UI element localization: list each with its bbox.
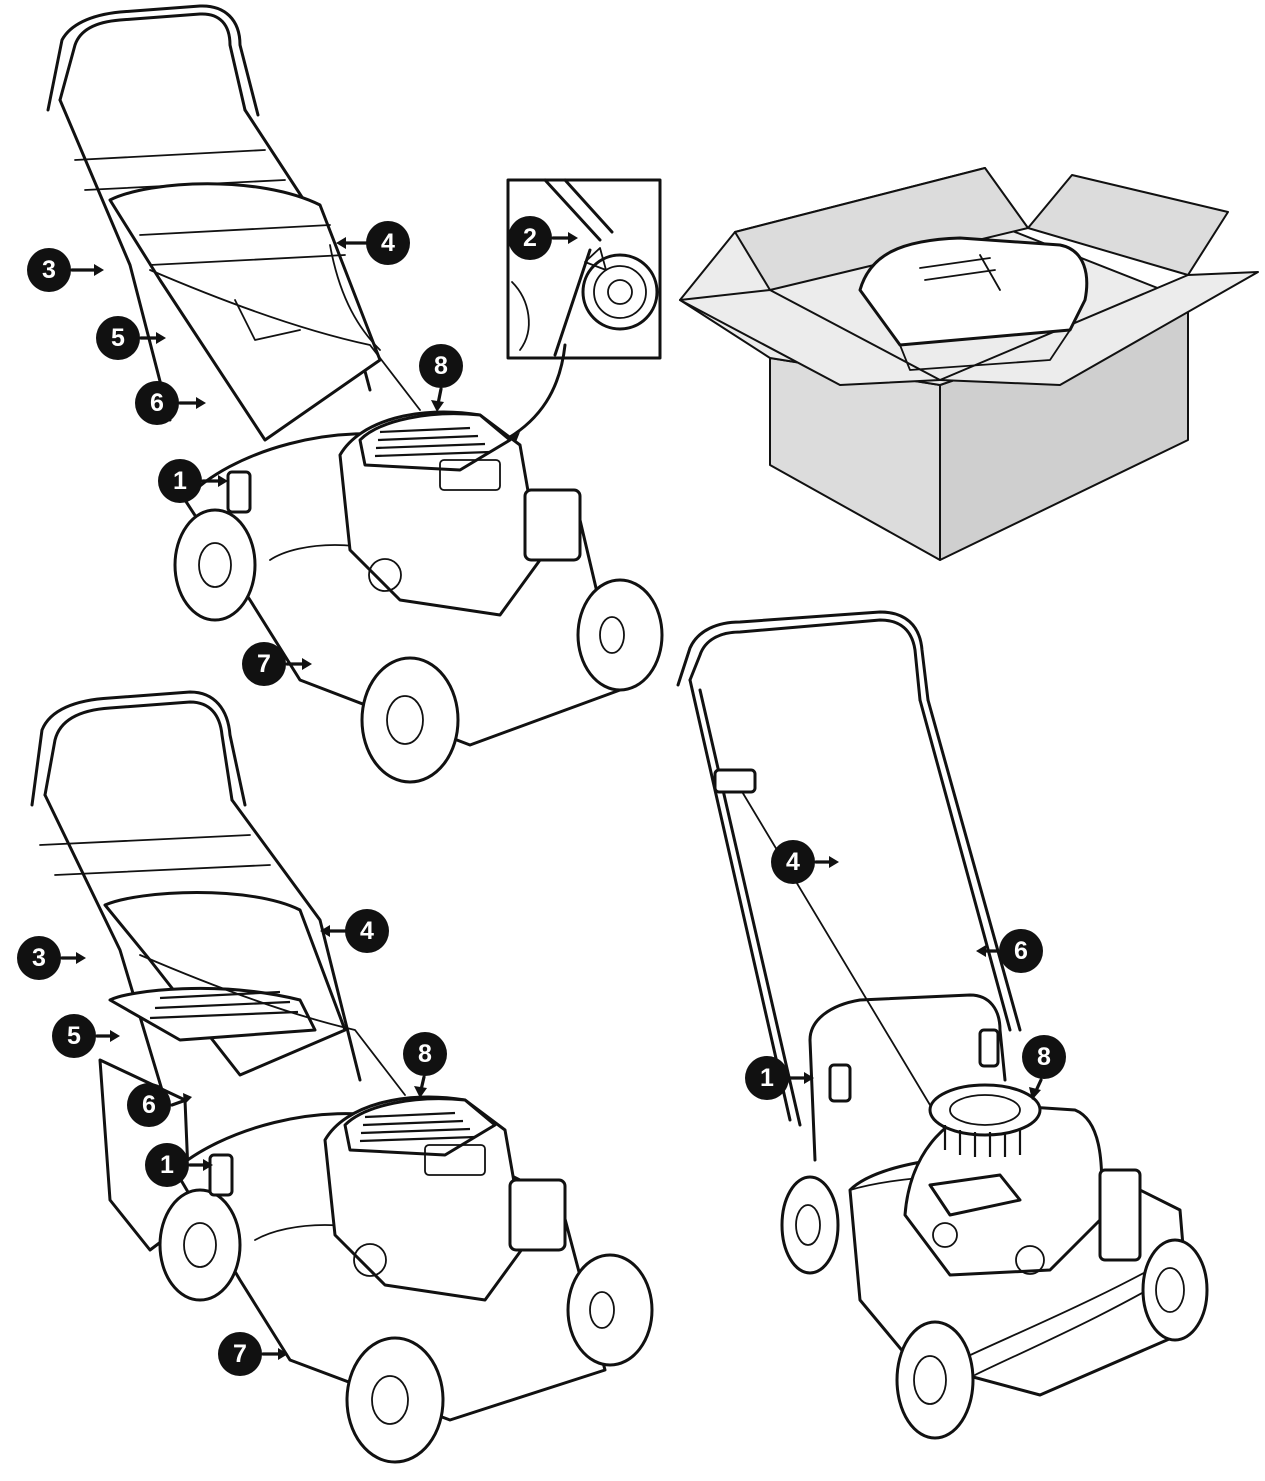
callout-badge: 8	[419, 344, 463, 412]
callout-number: 3	[42, 256, 56, 284]
callout-number: 1	[760, 1064, 774, 1092]
callout-number: 7	[233, 1340, 247, 1368]
callout-badge: 1	[745, 1056, 814, 1100]
callout-badge: 2	[508, 216, 578, 260]
callout-number: 6	[150, 389, 164, 417]
callout-badge: 7	[242, 642, 312, 686]
callout-badge: 1	[145, 1143, 213, 1187]
callout-badge: 5	[52, 1014, 120, 1058]
shipping-box-illustration	[679, 167, 1259, 561]
callout-badge: 6	[135, 381, 206, 425]
callout-number: 7	[257, 650, 271, 678]
callout-number: 5	[67, 1022, 81, 1050]
callout-badge: 4	[771, 840, 839, 884]
wheel-detail-inset	[506, 178, 662, 360]
callout-badge: 8	[403, 1032, 447, 1098]
callout-badge: 3	[17, 936, 86, 980]
callout-number: 8	[434, 352, 448, 380]
callout-badges: 3 4 5 6 1 7 8 2	[17, 216, 1066, 1376]
callout-number: 4	[786, 848, 800, 876]
callout-badge: 6	[127, 1083, 192, 1127]
callout-number: 8	[1037, 1043, 1051, 1071]
callout-badge: 7	[218, 1332, 288, 1376]
callout-number: 2	[523, 224, 537, 252]
mower-top-left	[46, 4, 664, 784]
callout-number: 5	[111, 324, 125, 352]
callout-badge: 1	[158, 459, 228, 503]
callout-number: 6	[1014, 937, 1028, 965]
callout-number: 3	[32, 944, 46, 972]
callout-number: 1	[160, 1151, 174, 1179]
mower-bottom-left	[30, 690, 654, 1464]
callout-badge: 3	[27, 248, 104, 292]
mower-right	[676, 610, 1209, 1440]
callout-number: 1	[173, 467, 187, 495]
callout-badge: 5	[96, 316, 166, 360]
callout-badge: 8	[1022, 1035, 1066, 1100]
callout-badge: 4	[336, 221, 410, 265]
callout-number: 4	[381, 229, 395, 257]
detail-pointer-arrow	[503, 343, 567, 442]
callout-number: 6	[142, 1091, 156, 1119]
callout-badge: 4	[320, 909, 389, 953]
callout-number: 8	[418, 1040, 432, 1068]
callout-badge: 6	[976, 929, 1043, 973]
callout-number: 4	[360, 917, 374, 945]
